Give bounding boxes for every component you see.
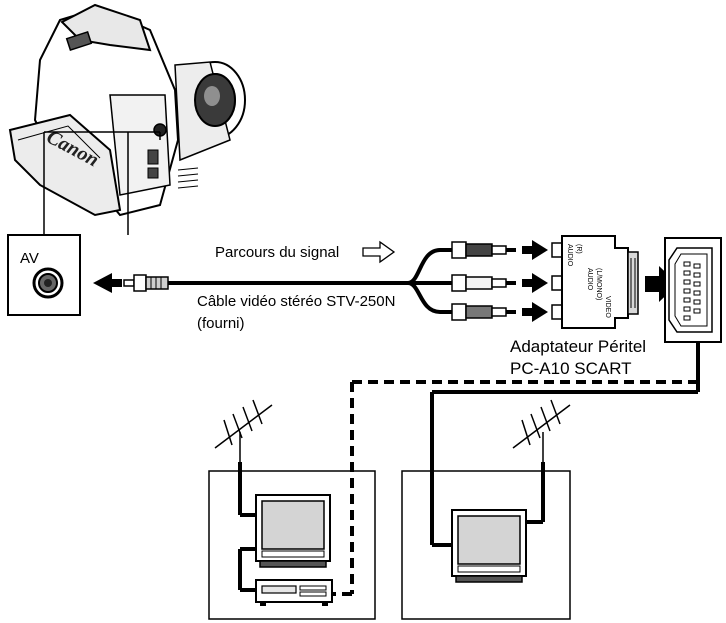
svg-text:AUDIO: AUDIO xyxy=(566,244,573,267)
right-antenna-cable xyxy=(526,462,545,524)
signal-path-arrow xyxy=(362,240,396,264)
svg-text:(R): (R) xyxy=(575,244,582,254)
svg-text:AUDIO: AUDIO xyxy=(586,268,593,291)
cable-label-line2: (fourni) xyxy=(197,315,245,332)
right-antenna xyxy=(512,399,571,462)
right-setup-box xyxy=(401,470,571,620)
arrows-to-adapter xyxy=(522,240,548,322)
mini-plug xyxy=(123,274,169,292)
scart-socket-box xyxy=(664,237,722,343)
camcorder-illustration: Canon xyxy=(8,3,246,217)
port-video: VIDEO xyxy=(604,296,611,318)
port-audio-l-line2: (L/MONO) xyxy=(595,268,602,300)
av-callout-lines xyxy=(43,131,161,235)
left-vcr xyxy=(255,579,333,606)
port-audio-r-line1: AUDIO xyxy=(566,244,573,267)
svg-text:VIDEO: VIDEO xyxy=(604,296,611,318)
av-cable xyxy=(168,248,452,314)
port-audio-r-line2: (R) xyxy=(575,244,582,254)
left-tv xyxy=(255,494,331,568)
scart-adapter: AUDIO (R) AUDIO (L/MONO) VIDEO xyxy=(561,235,639,329)
adapter-label-line2: PC-A10 SCART xyxy=(510,359,632,378)
left-antenna xyxy=(214,399,273,462)
rca-plug-middle xyxy=(451,274,516,292)
right-tv xyxy=(451,509,527,583)
arrow-to-av xyxy=(93,273,122,293)
av-jack-box: AV xyxy=(7,234,81,316)
rca-plug-top xyxy=(451,241,516,259)
rca-plug-bottom xyxy=(451,303,516,321)
adapter-rca-sockets xyxy=(551,242,563,320)
left-setup-box xyxy=(208,470,376,620)
tv-connection-solid xyxy=(430,342,700,547)
cable-label-line1: Câble vidéo stéréo STV-250N xyxy=(197,293,395,310)
left-antenna-cable xyxy=(238,462,256,517)
signal-path-label: Parcours du signal xyxy=(215,244,339,261)
tv-vcr-cable xyxy=(238,547,256,592)
adapter-label-line1: Adaptateur Péritel xyxy=(510,337,646,356)
av-jack-label: AV xyxy=(20,250,39,267)
svg-text:(L/MONO): (L/MONO) xyxy=(595,268,602,300)
port-audio-l-line1: AUDIO xyxy=(586,268,593,291)
